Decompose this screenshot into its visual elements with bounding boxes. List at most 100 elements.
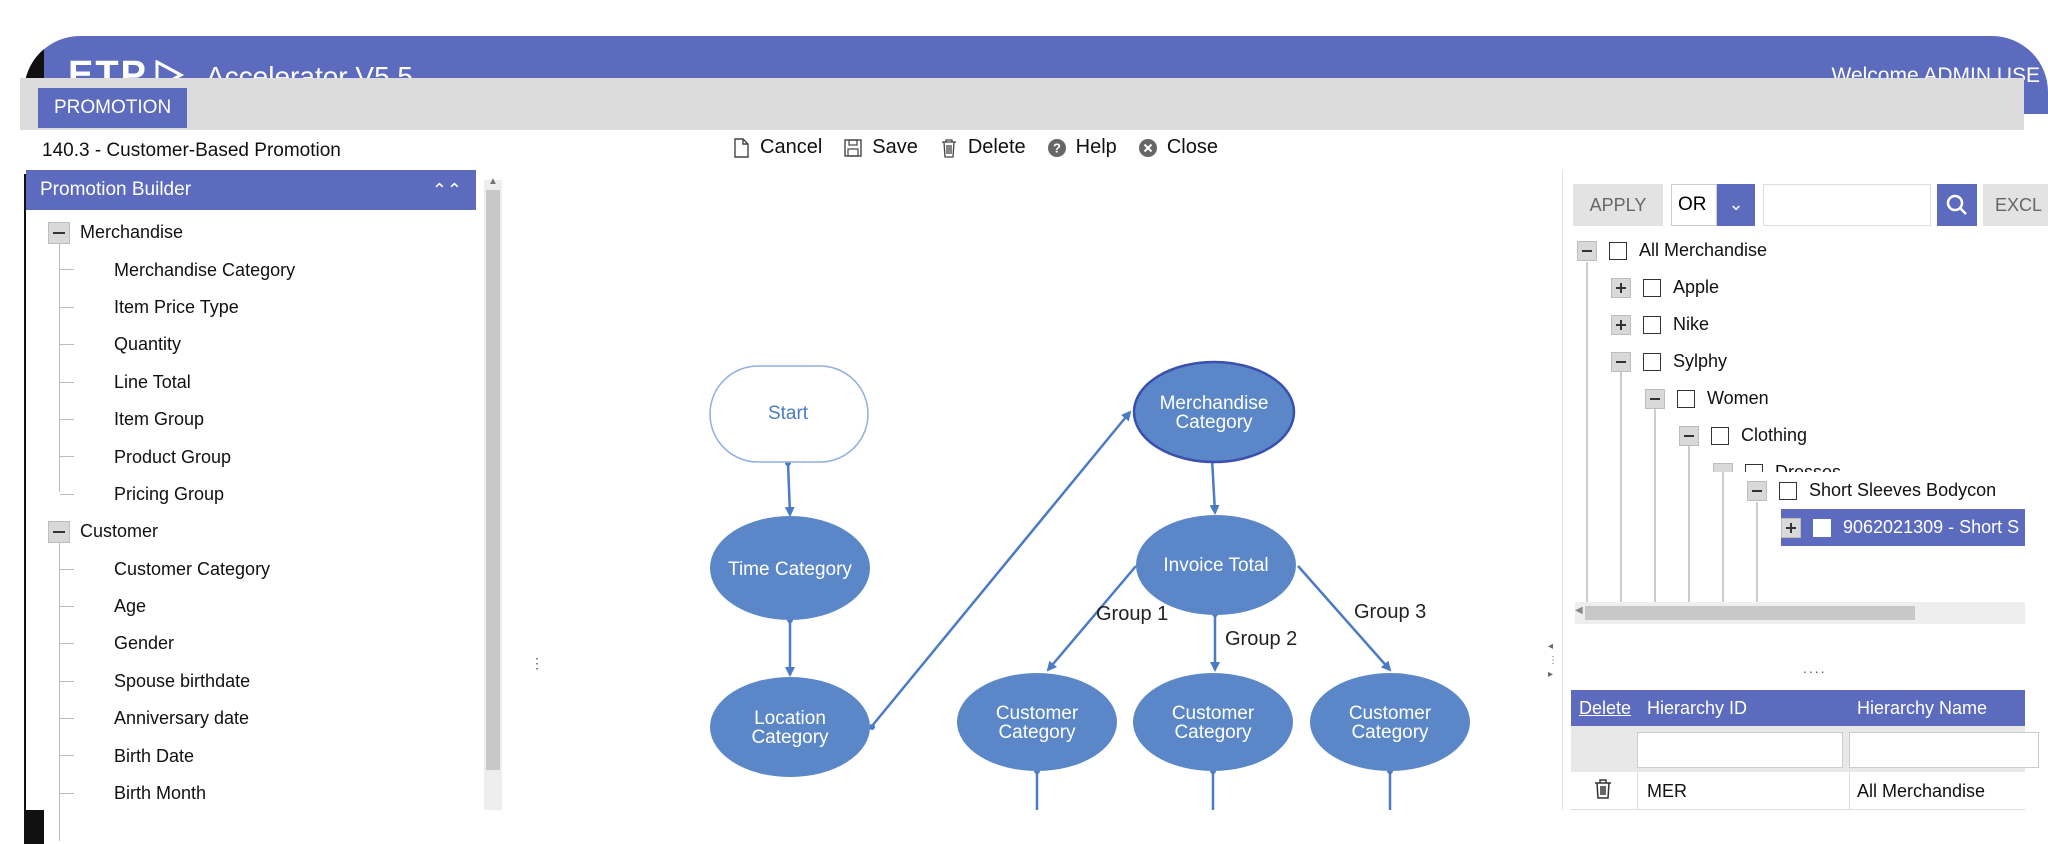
- close-button[interactable]: Close: [1137, 136, 1218, 159]
- help-button[interactable]: ? Help: [1046, 136, 1117, 159]
- collapse-icon[interactable]: [1747, 480, 1767, 501]
- tree-item-label: Line Total: [114, 371, 191, 392]
- trash-icon[interactable]: [1593, 778, 1613, 805]
- tree-item-birth-date[interactable]: Birth Date: [26, 737, 476, 774]
- trash-icon: [941, 138, 956, 158]
- hierarchy-grid-header: Delete Hierarchy ID Hierarchy Name: [1571, 690, 2025, 726]
- scroll-thumb[interactable]: [486, 190, 500, 770]
- builder-scrollbar[interactable]: ▲: [484, 176, 502, 810]
- location-category-node[interactable]: [710, 677, 870, 777]
- tree-node-short-sleeves-bodycon[interactable]: Short Sleeves Bodycon: [1747, 472, 1996, 509]
- tree-item-product-group[interactable]: Product Group: [26, 438, 476, 475]
- delete-button[interactable]: Delete: [938, 136, 1026, 159]
- cancel-button[interactable]: Cancel: [730, 136, 822, 159]
- time-category-label: Time Category: [728, 559, 852, 580]
- collapse-icon[interactable]: [48, 221, 70, 244]
- tree-node-nike[interactable]: Nike: [1611, 306, 1709, 343]
- checkbox[interactable]: [1677, 389, 1695, 408]
- start-node[interactable]: [709, 365, 869, 463]
- checkbox[interactable]: [1643, 352, 1661, 371]
- collapse-icon[interactable]: [1645, 388, 1665, 409]
- collapse-icon[interactable]: [1577, 240, 1597, 261]
- tab-promotion[interactable]: PROMOTION: [38, 88, 188, 128]
- tree-node-all-merchandise[interactable]: All Merchandise: [1577, 232, 1767, 269]
- collapse-icon[interactable]: [1611, 351, 1631, 372]
- scroll-thumb[interactable]: [1585, 606, 1915, 620]
- tree-group-customer[interactable]: Customer: [26, 513, 476, 550]
- tree-group-merchandise[interactable]: Merchandise: [26, 214, 476, 251]
- search-button[interactable]: [1937, 184, 1977, 226]
- customer-category-node-1[interactable]: [957, 673, 1117, 771]
- tree-item-pricing-group[interactable]: Pricing Group: [26, 476, 476, 513]
- search-input[interactable]: [1763, 184, 1931, 226]
- checkbox[interactable]: [1711, 426, 1729, 445]
- column-divider: [1849, 772, 1850, 810]
- tree-node-dresses[interactable]: Dresses: [1713, 454, 1841, 472]
- customer-category-node-3[interactable]: [1310, 673, 1470, 771]
- tree-item-age[interactable]: Age: [26, 588, 476, 625]
- expand-icon[interactable]: [1611, 314, 1631, 335]
- tree-item-spouse-birthdate[interactable]: Spouse birthdate: [26, 663, 476, 700]
- tree-node-item-9062021309[interactable]: 9062021309 - Short S: [1781, 509, 2025, 546]
- tree-guide-lines: [1586, 472, 1758, 602]
- checkbox[interactable]: [1643, 315, 1661, 334]
- tree-node-label: Nike: [1673, 314, 1710, 334]
- tree-horizontal-scrollbar[interactable]: ◀: [1575, 602, 2025, 624]
- tree-item-anniversary-date[interactable]: Anniversary date: [26, 700, 476, 737]
- tree-node-clothing[interactable]: Clothing: [1679, 417, 1807, 454]
- checkbox[interactable]: [1609, 241, 1627, 260]
- tree-item-quantity[interactable]: Quantity: [26, 326, 476, 363]
- checkbox[interactable]: [1779, 481, 1797, 500]
- collapse-icon[interactable]: [48, 520, 70, 543]
- collapse-icon[interactable]: [1679, 425, 1699, 446]
- expand-icon[interactable]: [1611, 277, 1631, 298]
- scroll-left-icon[interactable]: ◀: [1575, 605, 1583, 616]
- tree-item-merchandise-category[interactable]: Merchandise Category: [26, 251, 476, 288]
- right-splitter-handle[interactable]: ◂⋮▸: [1548, 641, 1558, 680]
- tree-node-sylphy[interactable]: Sylphy: [1611, 343, 1727, 380]
- table-row[interactable]: MER All Merchandise: [1571, 772, 2025, 810]
- tree-item-item-group[interactable]: Item Group: [26, 401, 476, 438]
- collapse-icon[interactable]: [1713, 462, 1733, 472]
- tree-item-line-total[interactable]: Line Total: [26, 364, 476, 401]
- checkbox[interactable]: [1813, 518, 1831, 537]
- tree-guide-line: [59, 541, 60, 841]
- customer-category-node-2[interactable]: [1133, 673, 1293, 771]
- grid-filter-row: [1571, 726, 2039, 772]
- time-category-node[interactable]: [710, 516, 870, 620]
- expand-icon[interactable]: [1781, 517, 1801, 538]
- scroll-up-icon[interactable]: ▲: [488, 176, 498, 187]
- tree-branch: [60, 680, 74, 682]
- save-button[interactable]: Save: [842, 136, 918, 159]
- hierarchy-name-filter[interactable]: [1849, 732, 2039, 768]
- delete-all-link[interactable]: Delete: [1579, 698, 1632, 718]
- edge-group3: [1297, 565, 1392, 672]
- close-label: Close: [1166, 136, 1218, 158]
- tree-item-item-price-type[interactable]: Item Price Type: [26, 289, 476, 326]
- hierarchy-id-filter[interactable]: [1637, 732, 1843, 768]
- tree-item-gender[interactable]: Gender: [26, 625, 476, 662]
- checkbox[interactable]: [1643, 278, 1661, 297]
- tree-item-birth-month[interactable]: Birth Month: [26, 775, 476, 812]
- exclude-button[interactable]: EXCL: [1983, 184, 2048, 226]
- delete-label: Delete: [967, 136, 1026, 158]
- collapse-up-icon[interactable]: ⌃⌃: [431, 180, 462, 200]
- checkbox[interactable]: [1745, 463, 1763, 472]
- chevron-down-icon[interactable]: ⌄: [1717, 184, 1755, 226]
- panel-splitter-handle[interactable]: ....: [1803, 660, 1827, 676]
- operator-select[interactable]: OR: [1671, 184, 1717, 226]
- flow-canvas[interactable]: Start Time Category Location Category Me…: [540, 170, 1550, 844]
- column-hierarchy-name[interactable]: Hierarchy Name: [1857, 698, 1988, 718]
- location-category-label-1: Location: [754, 708, 826, 729]
- tree-node-apple[interactable]: Apple: [1611, 269, 1719, 306]
- column-hierarchy-id[interactable]: Hierarchy ID: [1647, 698, 1748, 718]
- edge-merch-invoice: [1209, 457, 1220, 515]
- tree-item-label: Birth Month: [114, 783, 207, 804]
- tree-node-women[interactable]: Women: [1645, 380, 1769, 417]
- promotion-builder-header[interactable]: Promotion Builder ⌃⌃: [26, 170, 476, 210]
- apply-button[interactable]: APPLY: [1573, 184, 1663, 226]
- invoice-total-node[interactable]: [1136, 515, 1296, 615]
- merchandise-category-node[interactable]: [1132, 360, 1296, 464]
- tree-branch: [60, 643, 74, 645]
- tree-item-customer-category[interactable]: Customer Category: [26, 551, 476, 588]
